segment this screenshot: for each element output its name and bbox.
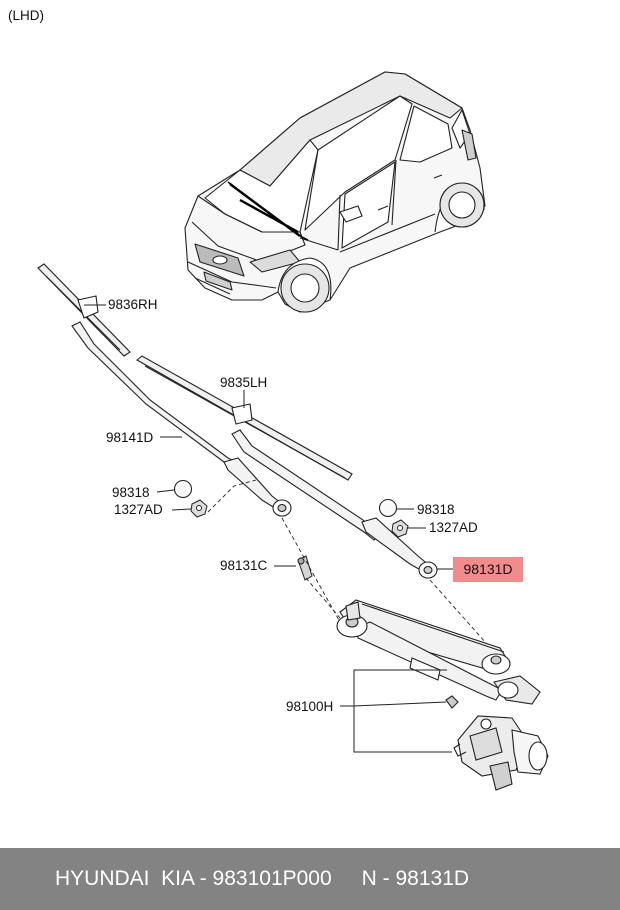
callout-1327ad-right: 1327AD xyxy=(429,520,478,535)
callout-9835lh: 9835LH xyxy=(220,375,268,390)
wiper-blade-rh xyxy=(37,263,131,357)
leader-98318-left xyxy=(156,489,175,493)
leader-1327ad-left xyxy=(171,508,192,511)
bracket-98100h xyxy=(340,669,452,753)
nut-1327ad-right xyxy=(391,519,409,538)
wiper-parts-diagram xyxy=(37,71,549,791)
nut-1327ad-left xyxy=(190,499,208,518)
callout-98131c: 98131C xyxy=(220,558,268,573)
callout-98318-right: 98318 xyxy=(417,502,455,517)
wiper-motor xyxy=(453,715,549,791)
callout-98100h: 98100H xyxy=(286,699,334,714)
callout-98141d: 98141D xyxy=(106,430,154,445)
car-illustration xyxy=(184,71,486,313)
callout-98318-left: 98318 xyxy=(112,485,150,500)
footer-part-number: 983101P000 xyxy=(212,867,332,890)
wiper-linkage-assembly xyxy=(336,599,541,709)
bolt-98131c xyxy=(297,555,313,581)
callout-9836rh: 9836RH xyxy=(108,297,158,312)
footer-ref-prefix: N - xyxy=(361,867,396,890)
callout-98131d-highlighted: 98131D xyxy=(453,557,523,582)
part-number-footer: HYUNDAI KIA - 983101P000 N - 98131D xyxy=(0,848,620,910)
cap-98318-left xyxy=(173,479,193,499)
wiper-arm-rh xyxy=(231,429,438,579)
drive-side-label: (LHD) xyxy=(8,8,44,23)
wiper-arm-lh xyxy=(71,321,292,517)
assembly-dashed-lines xyxy=(207,479,495,653)
footer-ref-code: 98131D xyxy=(395,867,470,890)
callout-1327ad-left: 1327AD xyxy=(114,502,163,517)
cap-98318-right xyxy=(378,498,398,518)
wiper-blade-lh xyxy=(136,355,353,481)
footer-separator-1: - xyxy=(193,867,213,890)
footer-brand: HYUNDAI KIA xyxy=(55,867,194,890)
